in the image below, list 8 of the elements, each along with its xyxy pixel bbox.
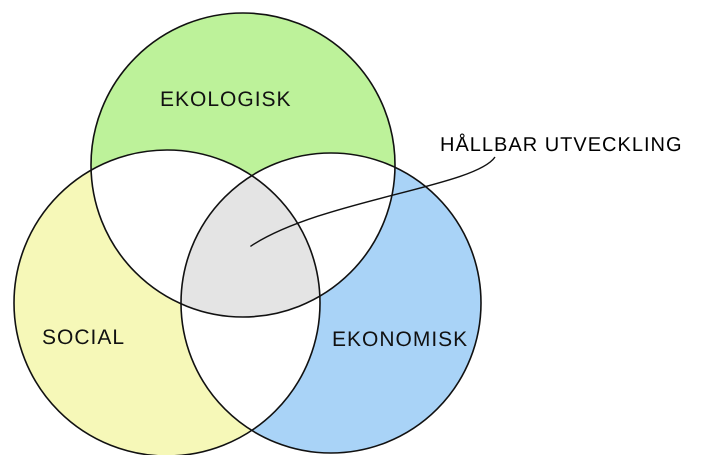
venn-circle <box>181 153 481 453</box>
callout-text: HÅLLBAR UTVECKLING <box>440 134 683 157</box>
overlap-region <box>181 176 320 317</box>
circle-label: SOCIAL <box>42 326 126 350</box>
venn-circle <box>91 13 395 317</box>
leader-line <box>250 156 496 247</box>
circle-label: EKONOMISK <box>332 328 468 352</box>
circle-label: EKOLOGISK <box>160 88 292 112</box>
